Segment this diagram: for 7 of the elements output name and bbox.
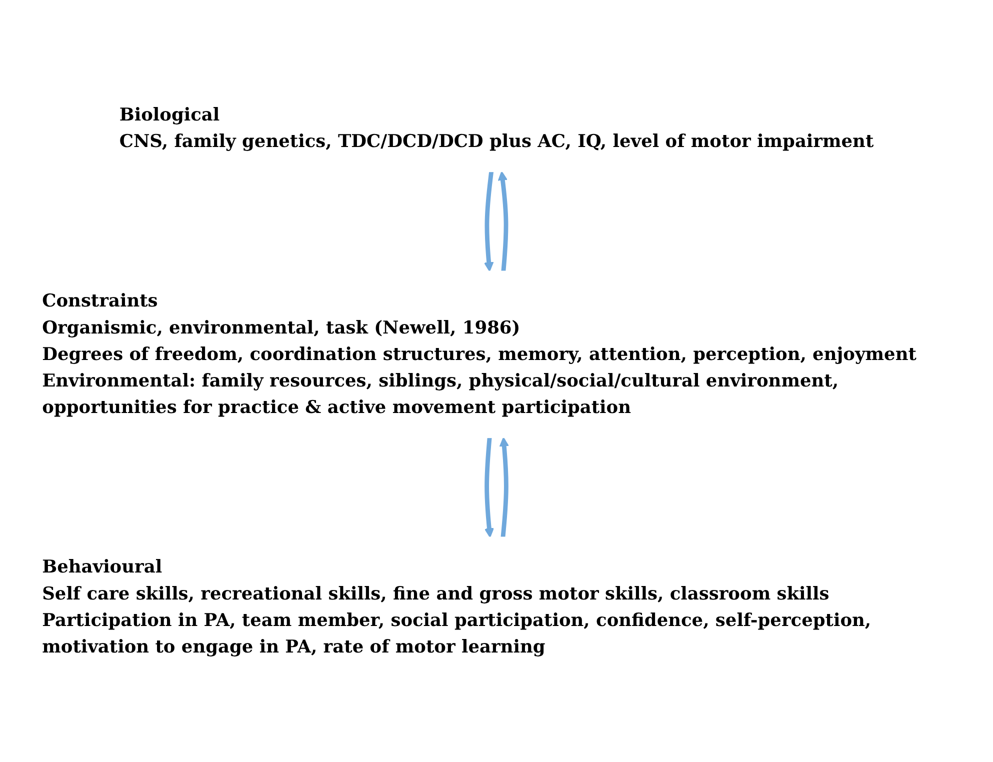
node-text: Constraints Organismic, environmental, task (Newell, 1986) Degrees of freedom, coordination structures, memory, attention, perception, enjoyment Environmental: family resources, siblings, physical/social/cultural environment, opportunities for practice & active movement participation xyxy=(42,290,916,418)
arrow xyxy=(484,437,494,538)
node-text: Biological CNS, family genetics, TDC/DCD/DCD plus AC, IQ, level of motor impairment xyxy=(119,104,874,152)
arrow xyxy=(484,171,494,272)
arrow xyxy=(499,437,510,538)
node-text: Behavioural Self care skills, recreational skills, fine and gross motor skills, classroom skills Participation in PA, team member, social participation, confidence, self-perception, motivation to engage in PA, rate of motor learning xyxy=(42,556,872,657)
arrow xyxy=(498,171,508,272)
